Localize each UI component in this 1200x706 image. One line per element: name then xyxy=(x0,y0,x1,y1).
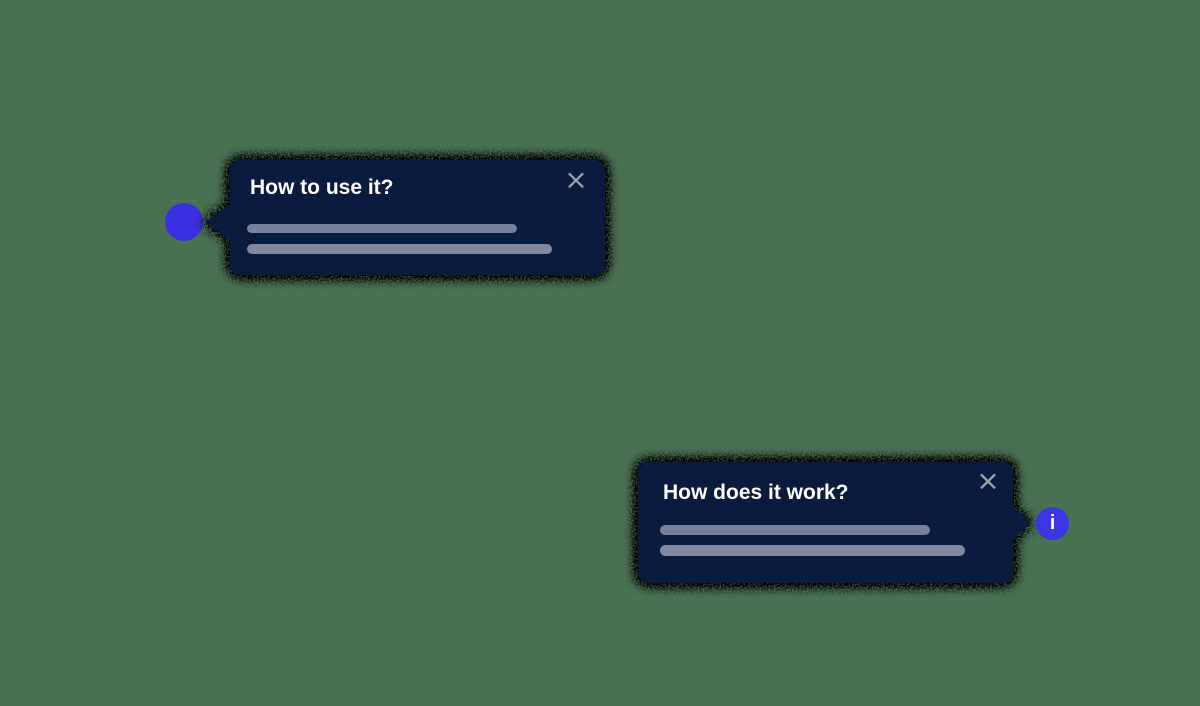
skeleton-line xyxy=(247,224,517,233)
tooltip-arrow-left xyxy=(205,204,230,240)
tooltip-body: How does it work? × xyxy=(638,462,1031,583)
tooltip-title: How does it work? xyxy=(663,481,849,504)
close-icon: × xyxy=(564,163,588,196)
tooltip-how-to-use: How to use it? × xyxy=(204,160,605,275)
close-button[interactable]: × xyxy=(562,166,590,194)
skeleton-line xyxy=(660,525,930,535)
info-hotspot[interactable]: i xyxy=(1036,507,1069,540)
close-button[interactable]: × xyxy=(974,467,1002,495)
info-icon: i xyxy=(1049,511,1056,534)
skeleton-line xyxy=(660,545,965,556)
tooltip-how-does-it-work: How does it work? × xyxy=(638,462,1031,583)
close-icon: × xyxy=(976,464,1000,497)
tooltip-title: How to use it? xyxy=(250,176,394,199)
tooltip-body: How to use it? × xyxy=(205,160,605,275)
hotspot-dot[interactable] xyxy=(165,203,203,241)
skeleton-line xyxy=(247,244,552,254)
tooltip-arrow-right xyxy=(1013,506,1031,540)
